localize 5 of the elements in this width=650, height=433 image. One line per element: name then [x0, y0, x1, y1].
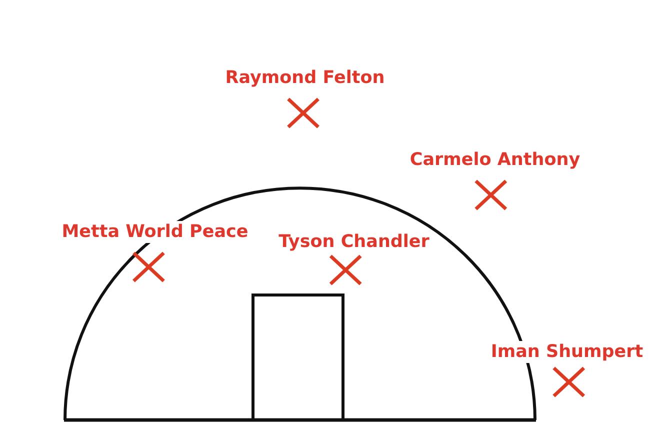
player-name: Tyson Chandler	[278, 231, 430, 253]
player-name: Metta World Peace	[60, 221, 250, 243]
player-name: Raymond Felton	[224, 67, 386, 89]
player-name: Carmelo Anthony	[408, 149, 582, 171]
player-name: Iman Shumpert	[490, 341, 644, 363]
